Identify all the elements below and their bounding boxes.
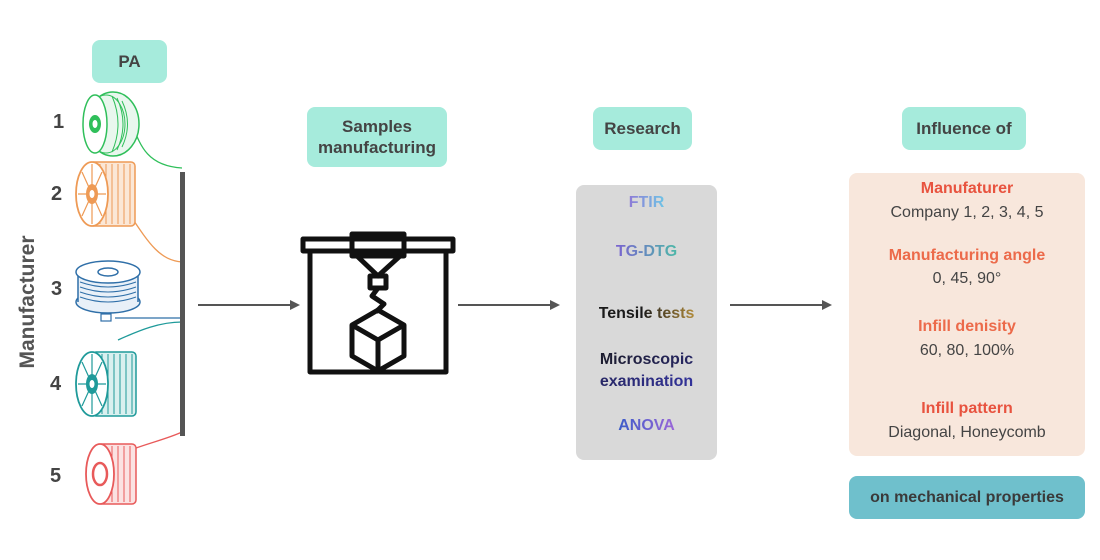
manufacturer-bar (180, 172, 185, 436)
factor-values-manufacturer: Company 1, 2, 3, 4, 5 (890, 204, 1044, 221)
filament-thread-2 (129, 214, 183, 263)
spool-3-icon (75, 260, 141, 322)
influence-factors-box (849, 173, 1085, 456)
material-label: PA (118, 52, 141, 71)
factor-name-infill-density: Infill denisity (918, 318, 1016, 335)
influence-label: Influence of (916, 119, 1012, 138)
manufacturer-number-2: 2 (51, 183, 63, 205)
spool-1-icon (82, 91, 140, 157)
factor-name-manufacturer: Manufaturer (920, 180, 1014, 197)
spool-2-icon (75, 161, 136, 227)
3d-printer-icon (300, 231, 456, 375)
research-method-ftir: FTIR (628, 194, 665, 211)
research-method-microscopic-examination: Microscopic examination (599, 351, 694, 390)
influence-pill: Influence of (902, 107, 1026, 150)
research-method-tg-dtg: TG-DTG (615, 243, 678, 260)
research-label: Research (604, 119, 681, 138)
factor-name-manufacturing-angle: Manufacturing angle (888, 247, 1046, 264)
outcome-pill: on mechanical properties (849, 476, 1085, 519)
samples-manufacturing-pill: Samples manufacturing (307, 107, 447, 167)
manufacturer-number-4: 4 (50, 373, 62, 395)
research-method-anova: ANOVA (618, 417, 675, 434)
factor-name-infill-pattern: Infill pattern (921, 400, 1013, 417)
research-pill: Research (593, 107, 692, 150)
research-methods-box (576, 185, 717, 460)
manufacturer-number-5: 5 (50, 465, 62, 487)
samples-manufacturing-label: Samples manufacturing (317, 117, 437, 157)
research-method-tensile-tests: Tensile tests (598, 305, 695, 322)
outcome-label: on mechanical properties (870, 488, 1064, 506)
manufacturer-number-1: 1 (53, 111, 65, 133)
spool-4-icon (75, 351, 137, 417)
filament-thread-4 (117, 321, 183, 341)
manufacturer-number-3: 3 (51, 278, 63, 300)
factor-values-infill-density: 60, 80, 100% (919, 342, 1015, 359)
factor-values-manufacturing-angle: 0, 45, 90° (932, 270, 1002, 287)
factor-values-infill-pattern: Diagonal, Honeycomb (888, 424, 1046, 441)
material-label-pill: PA (92, 40, 167, 83)
spool-5-icon (85, 443, 137, 505)
